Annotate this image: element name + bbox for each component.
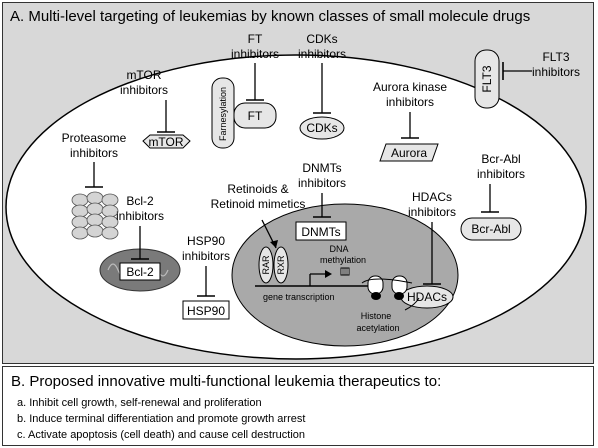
dnmts-target-label: DNMTs <box>301 225 340 239</box>
cdks-inhibitors-label-2: inhibitors <box>298 47 346 61</box>
panel-b: B. Proposed innovative multi-functional … <box>2 366 594 446</box>
flt3-receptor-shape <box>474 49 500 109</box>
mtor-inhibitors-label-2: inhibitors <box>120 83 168 97</box>
ft-target-shape <box>233 102 277 129</box>
bcl2-target-shape <box>119 262 161 281</box>
proteasome-icon <box>71 191 119 240</box>
methyl-group-icon <box>340 267 350 276</box>
histone-acetylation-label-1: Histone <box>361 311 392 321</box>
rar-receptor-shape <box>258 246 274 284</box>
cdks-target-shape <box>299 116 345 140</box>
bcrabl-target-label: Bcr-Abl <box>471 222 510 236</box>
proteasome-inhibitors-label-2: inhibitors <box>70 146 118 160</box>
panel-a-diagram: A. Multi-level targeting of leukemias by… <box>5 8 587 360</box>
panel-a-title: A. Multi-level targeting of leukemias by… <box>10 8 530 25</box>
dnmts-inhibitors-label-2: inhibitors <box>298 176 346 190</box>
panel-b-item-b: b. Induce terminal differentiation and p… <box>17 413 306 425</box>
acetylation-arrow <box>404 297 420 311</box>
retinoids-arrowhead <box>270 240 278 248</box>
mtor-target-shape <box>142 134 191 149</box>
mtor-inhibitors-label-1: mTOR <box>126 68 161 82</box>
proteasome-inhibitors-label-1: Proteasome <box>62 131 127 145</box>
ft-inhibitors-label-1: FT <box>248 32 263 46</box>
hsp90-target-shape <box>182 300 230 320</box>
panel-b-item-c: c. Activate apoptosis (cell death) and c… <box>17 429 305 441</box>
retinoids-label-1: Retinoids & <box>227 182 288 196</box>
dna-methylation-label-2: methylation <box>320 255 366 265</box>
bcrabl-target-shape <box>460 217 522 241</box>
aurora-inhibitors-label-1: Aurora kinase <box>373 80 447 94</box>
aurora-target-label: Aurora <box>391 146 427 160</box>
hdacs-inhibitors-label-1: HDACs <box>412 190 452 204</box>
dna-methylation-label-1: DNA <box>329 244 348 254</box>
hsp90-inhibitors-label-2: inhibitors <box>182 249 230 263</box>
cdks-target-label: CDKs <box>306 121 337 135</box>
transcription-arrowhead <box>325 270 332 278</box>
hdacs-inhibitors-label-2: inhibitors <box>408 205 456 219</box>
gene-transcription-label: gene transcription <box>263 292 335 302</box>
bcrabl-inhibitors-label-2: inhibitors <box>477 167 525 181</box>
rar-label: RAR <box>261 255 271 275</box>
hsp90-target-label: HSP90 <box>187 304 225 318</box>
dnmts-target-shape <box>295 221 347 241</box>
ft-target-label: FT <box>248 109 263 123</box>
aurora-inhibitors-label-2: inhibitors <box>386 95 434 109</box>
cdks-inhibitors-label-1: CDKs <box>306 32 337 46</box>
rxr-label: RXR <box>276 255 286 275</box>
hsp90-inhibitors-label-1: HSP90 <box>187 234 225 248</box>
bcl2-inhibitors-label-1: Bcl-2 <box>126 194 154 208</box>
rxr-receptor-shape <box>273 246 289 284</box>
flt3-inhibitors-label-1: FLT3 <box>542 50 569 64</box>
bcl2-inhibitors-label-2: inhibitors <box>116 209 164 223</box>
bcl2-target-label: Bcl-2 <box>126 265 154 279</box>
flt3-receptor-label: FLT3 <box>480 65 494 92</box>
flt3-inhibitors-label-2: inhibitors <box>532 65 580 79</box>
ft-inhibitors-label-2: inhibitors <box>231 47 279 61</box>
mtor-target-label: mTOR <box>148 135 183 149</box>
dnmts-inhibitors-label-1: DNMTs <box>302 161 341 175</box>
farnesylation-label: Farnesylation <box>218 87 228 141</box>
histone-acetylation-label-2: acetylation <box>356 323 399 333</box>
nucleosome-icon <box>361 275 413 300</box>
bcrabl-inhibitors-label-1: Bcr-Abl <box>481 152 520 166</box>
aurora-target-shape <box>379 143 439 162</box>
panel-b-title: B. Proposed innovative multi-functional … <box>11 373 442 390</box>
panel-b-item-a: a. Inhibit cell growth, self-renewal and… <box>17 397 262 409</box>
retinoids-label-2: Retinoid mimetics <box>211 197 306 211</box>
hdacs-target-label: HDACs <box>407 290 447 304</box>
